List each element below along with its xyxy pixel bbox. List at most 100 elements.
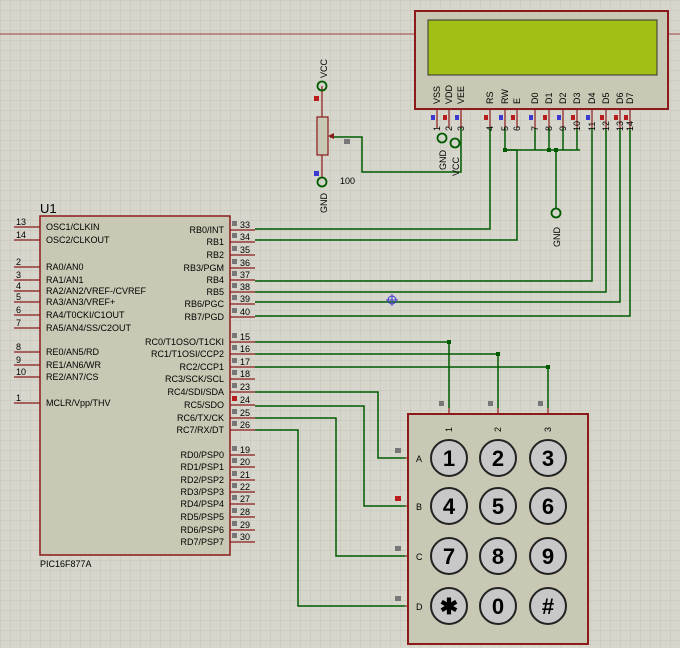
key-4[interactable]: 4 <box>430 487 468 525</box>
lcd-pin-d2[interactable]: D29 <box>557 92 568 131</box>
key-label: 6 <box>542 494 554 519</box>
key-0[interactable]: 0 <box>479 587 517 625</box>
pin-label: RB7/PGD <box>184 312 224 322</box>
pin-label: RA2/AN2/VREF-/CVREF <box>46 286 147 296</box>
key-8[interactable]: 8 <box>479 537 517 575</box>
key-7[interactable]: 7 <box>430 537 468 575</box>
key-hash[interactable]: # <box>529 587 567 625</box>
key-9[interactable]: 9 <box>529 537 567 575</box>
pin-label: VDD <box>444 84 454 104</box>
pot-body <box>316 116 329 156</box>
pin-number: 27 <box>240 494 250 504</box>
key-6[interactable]: 6 <box>529 487 567 525</box>
lcd-pin-d1[interactable]: D18 <box>543 92 554 131</box>
lcd-pin-vdd[interactable]: VDD 2 <box>443 84 454 131</box>
pin-number: 8 <box>16 342 21 352</box>
keypad-row-pin-a[interactable]: A <box>395 448 422 464</box>
lcd-pin-e[interactable]: E6 <box>511 98 522 131</box>
pin-label: RA1/AN1 <box>46 275 84 285</box>
pin-number: 16 <box>240 344 250 354</box>
lcd-pin-rw[interactable]: RW5 <box>499 89 510 131</box>
key-3[interactable]: 3 <box>529 439 567 477</box>
key-star[interactable]: ✱ <box>430 587 468 625</box>
lcd-pin-d0[interactable]: D07 <box>529 92 540 131</box>
keypad-row-pin-b[interactable]: B <box>395 496 422 512</box>
pin-label: RD1/PSP1 <box>180 462 224 472</box>
pin-marker <box>232 221 237 226</box>
keypad-col-pin-1[interactable]: 1 <box>439 401 454 432</box>
key-2[interactable]: 2 <box>479 439 517 477</box>
keypad-row-pin-c[interactable]: C <box>395 546 423 562</box>
gnd-terminal-lcd[interactable]: GND <box>436 132 449 171</box>
key-1[interactable]: 1 <box>430 439 468 477</box>
gnd-terminal-bottom[interactable]: GND <box>316 176 330 214</box>
pin-number: 2 <box>444 126 454 131</box>
pin-number: 7 <box>16 318 21 328</box>
pin-label: OSC1/CLKIN <box>46 222 100 232</box>
pin-label: D0 <box>530 92 540 104</box>
pin-number: 13 <box>615 121 625 131</box>
lcd-pin-rs[interactable]: RS4 <box>484 91 495 131</box>
pin-number: 38 <box>240 282 250 292</box>
keypad-col-pin-2[interactable]: 2 <box>488 401 503 432</box>
keypad-col-pin-3[interactable]: 3 <box>538 401 553 432</box>
gnd-terminal-data[interactable]: GND <box>550 207 563 248</box>
key-5[interactable]: 5 <box>479 487 517 525</box>
pin-number: 9 <box>16 355 21 365</box>
vcc-terminal-top[interactable]: VCC <box>316 58 330 92</box>
pin-label: RE0/AN5/RD <box>46 347 100 357</box>
keypad-row-pin-d[interactable]: D <box>395 596 423 612</box>
pin-marker <box>232 396 237 401</box>
vcc-terminal-lcd[interactable]: VCC <box>449 137 462 177</box>
pin-number: 21 <box>240 470 250 480</box>
